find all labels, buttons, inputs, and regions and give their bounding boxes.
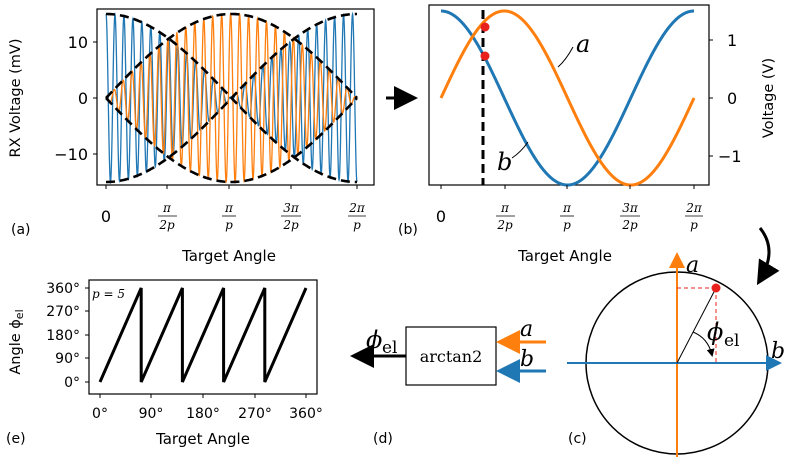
panel-b-xtick: π (500, 201, 510, 215)
panel-e-label: (e) (6, 431, 26, 447)
panel-a-xtick: 3π (283, 201, 300, 215)
panel-b-xtick: 2π (685, 201, 703, 215)
panel-b-xtick: π (562, 201, 572, 215)
panel-d-box-text: arctan2 (420, 347, 483, 366)
panel-e-annotation: p = 5 (92, 287, 125, 301)
panel-b-xticks: 0 π 2p π p 3π 2p 2π p (436, 185, 703, 232)
panel-a-series-a (105, 12, 358, 184)
panel-e-sawtooth (98, 287, 308, 383)
panel-a-xtick: 2p (282, 218, 299, 232)
panel-b-xtick: 2p (496, 218, 513, 232)
panel-c-vector (676, 287, 717, 364)
arrow-b-to-c (756, 227, 780, 286)
panel-d-label: (d) (373, 431, 393, 447)
panel-c: a b ϕ el (c) (567, 252, 785, 457)
panel-a-xtick: π (162, 201, 172, 215)
panel-b-label-b: b (497, 148, 512, 176)
panel-b-curves (439, 9, 696, 187)
panel-d-output-sub: el (382, 338, 398, 358)
panel-a-envelope (105, 97, 358, 184)
panel-a-label: (a) (11, 222, 31, 238)
panel-e-xtick: 360° (289, 406, 323, 422)
panel-b-label-a: a (576, 30, 590, 58)
panel-e-yticks: 360° 270° 180° 90° 0° (46, 281, 89, 391)
panel-b-b-leader (511, 141, 529, 159)
panel-e-xtick: 270° (238, 406, 272, 422)
panel-a-xtick: 0 (101, 207, 111, 226)
panel-e-ytick: 360° (46, 281, 80, 297)
panel-b-marker-lower (480, 51, 490, 61)
panel-b-xtick: 2p (621, 218, 638, 232)
panel-a: 10 0 −10 RX Voltage (mV) 0 π 2p π p 3π 2… (8, 8, 375, 265)
panel-a-ytick: 0 (78, 89, 88, 108)
panel-b-series-a (439, 9, 696, 187)
panel-e-xlabel: Target Angle (155, 430, 250, 448)
panel-e-xtick: 0° (92, 406, 108, 422)
panel-e-xtick: 180° (186, 406, 220, 422)
panel-e: p = 5 360° 270° 180° 90° 0° Angle ϕel 0°… (6, 279, 323, 448)
panel-b-a-leader (557, 46, 574, 68)
panel-e-curves (98, 287, 308, 383)
panel-e-ytick: 270° (46, 304, 80, 320)
panel-e-xtick: 90° (139, 406, 164, 422)
panel-b-ytick: 0 (727, 89, 737, 108)
panel-a-xtick: π (224, 201, 234, 215)
panel-d: arctan2 a b ϕ el (d) (350, 317, 546, 447)
panel-a-ytick: −10 (54, 145, 88, 164)
panel-a-xtick: p (353, 218, 361, 232)
panel-a-ylabel: RX Voltage (mV) (8, 39, 24, 158)
panel-b-xtick: 0 (436, 207, 446, 226)
panel-c-axis-a-label: a (686, 253, 699, 278)
panel-a-xtick: 2π (348, 201, 366, 215)
panel-c-angle-arc (692, 331, 715, 357)
panel-b-marker-upper (480, 22, 490, 32)
panel-a-envelope (105, 12, 358, 99)
panel-b-ytick: 1 (727, 31, 737, 50)
panel-b: a b 1 0 −1 Voltage (V) 0 π 2p π p 3π (398, 4, 777, 265)
panel-e-ylabel-main: Angle ϕ (8, 319, 24, 374)
panel-a-xticks: 0 π 2p π p 3π 2p 2π p (101, 185, 366, 232)
panel-a-ytick: 10 (68, 33, 88, 52)
panel-b-ytick: −1 (718, 147, 742, 166)
panel-e-ytick: 90° (55, 351, 80, 367)
panel-a-envelope (105, 12, 358, 184)
panel-c-label: (c) (568, 431, 587, 447)
panel-a-xtick: p (225, 218, 233, 232)
panel-d-output: ϕ (366, 326, 382, 354)
panel-e-ylabel: Angle ϕel (8, 309, 26, 374)
panel-b-label: (b) (398, 222, 418, 238)
panel-b-xtick: p (690, 218, 698, 232)
panel-e-xticks: 0° 90° 180° 270° 360° (92, 394, 323, 422)
panel-e-ytick: 180° (46, 328, 80, 344)
panel-d-input-a: a (520, 317, 533, 342)
panel-a-curves (105, 11, 358, 185)
panel-a-frame (96, 8, 375, 186)
panel-c-angle-label: ϕ (707, 318, 723, 346)
panel-b-xtick: p (563, 218, 571, 232)
panel-b-xlabel: Target Angle (517, 247, 612, 265)
panel-c-point (711, 283, 721, 293)
panel-c-angle-sub: el (724, 331, 740, 351)
panel-d-input-b: b (520, 347, 534, 372)
panel-e-ytick: 0° (64, 375, 80, 391)
panel-b-yticks: 1 0 −1 (709, 31, 742, 166)
panel-e-ylabel-sub: el (13, 309, 26, 319)
panel-b-xtick: 3π (622, 201, 639, 215)
panel-c-axis-b-label: b (771, 339, 785, 364)
panel-a-xtick: 2p (158, 218, 175, 232)
panel-b-ylabel: Voltage (V) (761, 58, 777, 138)
panel-a-xlabel: Target Angle (181, 247, 276, 265)
